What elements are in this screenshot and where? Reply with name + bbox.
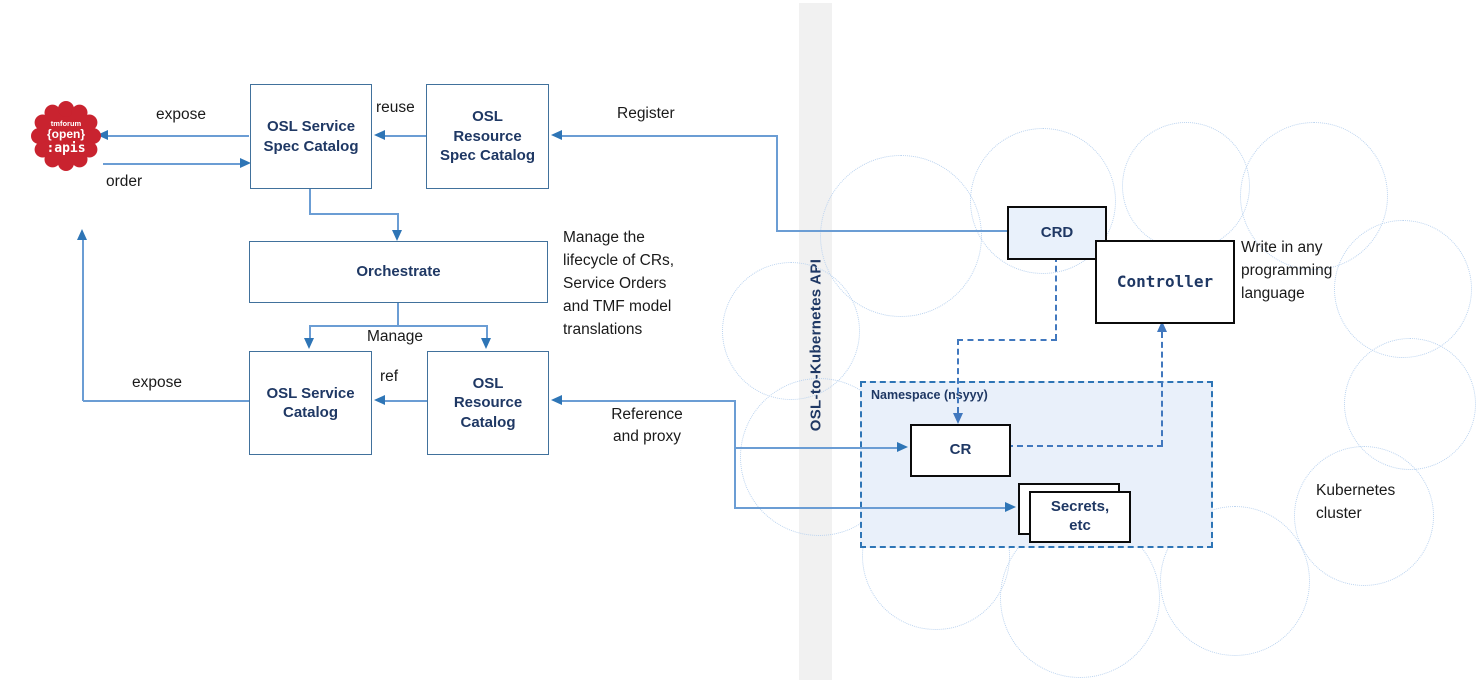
ref-line [385, 400, 427, 402]
reuse-arrowhead [374, 130, 385, 140]
crd-to-cr-dash-h [957, 339, 1057, 341]
cloud-bump [1294, 446, 1434, 586]
order-arrowhead [240, 158, 251, 168]
register-line-h2 [776, 230, 1007, 232]
badge-line3: :apis [46, 141, 85, 156]
tmforum-open-apis-badge: tmforum {open} :apis [31, 101, 101, 171]
reuse-line [385, 135, 426, 137]
badge-line1: tmforum [51, 119, 82, 128]
cr-to-controller-dash-h [1007, 445, 1163, 447]
crd-to-cr-dash-v1 [1055, 256, 1057, 340]
order-label: order [106, 173, 143, 190]
spec-to-orchestrate-arrowhead [392, 230, 402, 241]
manage-arrowhead-left [304, 338, 314, 349]
reference-proxy-line-h [562, 400, 735, 402]
cloud-bump [1240, 122, 1388, 270]
ref-arrowhead [374, 395, 385, 405]
cr-box: CR [910, 424, 1011, 477]
reuse-label: reuse [376, 99, 415, 116]
register-arrowhead [551, 130, 562, 140]
secrets-box-front: Secrets, etc [1029, 491, 1131, 543]
osl-service-catalog-box: OSL Service Catalog [249, 351, 372, 455]
namespace-label: Namespace (nsyyy) [871, 388, 988, 402]
manage-stub-right [486, 325, 488, 338]
reference-proxy-line-v [734, 400, 736, 509]
proxy-to-secrets-arrowhead [1005, 502, 1016, 512]
register-line-v [776, 135, 778, 231]
register-line-h1 [562, 135, 777, 137]
crd-to-cr-arrowhead [953, 413, 963, 424]
orchestrate-box: Orchestrate [249, 241, 548, 303]
spec-to-orchestrate-line-v2 [397, 213, 399, 230]
proxy-to-cr-arrowhead [897, 442, 908, 452]
kubernetes-cluster-label: Kubernetes cluster [1316, 482, 1396, 522]
expose-bottom-label: expose [132, 374, 182, 391]
osl-resource-spec-catalog-box: OSL Resource Spec Catalog [426, 84, 549, 189]
write-note: Write in any programming language [1241, 239, 1333, 302]
reference-proxy-label: Reference and proxy [611, 406, 683, 445]
expose-top-arrowhead [97, 130, 108, 140]
register-label: Register [617, 105, 675, 122]
manage-line-h [309, 325, 488, 327]
manage-line-v [397, 301, 399, 326]
proxy-to-cr-line [734, 447, 897, 449]
order-line [103, 163, 240, 165]
cloud-bump [1160, 506, 1310, 656]
expose-return-line [82, 240, 84, 401]
controller-box: Controller [1095, 240, 1235, 324]
cr-to-controller-dash-v [1161, 332, 1163, 446]
osl-service-spec-catalog-box: OSL Service Spec Catalog [250, 84, 372, 189]
cloud-bump [1122, 122, 1250, 250]
manage-arrowhead-right [481, 338, 491, 349]
spec-to-orchestrate-line-h [309, 213, 399, 215]
cloud-bump [722, 262, 860, 400]
lifecycle-note: Manage the lifecycle of CRs, Service Ord… [563, 229, 675, 338]
spec-to-orchestrate-line-v1 [309, 187, 311, 214]
expose-top-label: expose [156, 106, 206, 123]
expose-bottom-line [83, 400, 249, 402]
proxy-to-secrets-line [734, 507, 1005, 509]
cloud-bump [970, 128, 1116, 274]
ref-label: ref [380, 368, 399, 385]
manage-label: Manage [367, 328, 424, 345]
badge-line2: {open} [47, 127, 85, 141]
crd-box: CRD [1007, 206, 1107, 260]
expose-return-arrowhead [77, 229, 87, 240]
manage-stub-left [309, 325, 311, 338]
reference-proxy-arrowhead [551, 395, 562, 405]
osl-resource-catalog-box: OSL Resource Catalog [427, 351, 549, 455]
expose-top-line [108, 135, 249, 137]
crd-to-cr-dash-v2 [957, 339, 959, 413]
cr-to-controller-arrowhead [1157, 321, 1167, 332]
